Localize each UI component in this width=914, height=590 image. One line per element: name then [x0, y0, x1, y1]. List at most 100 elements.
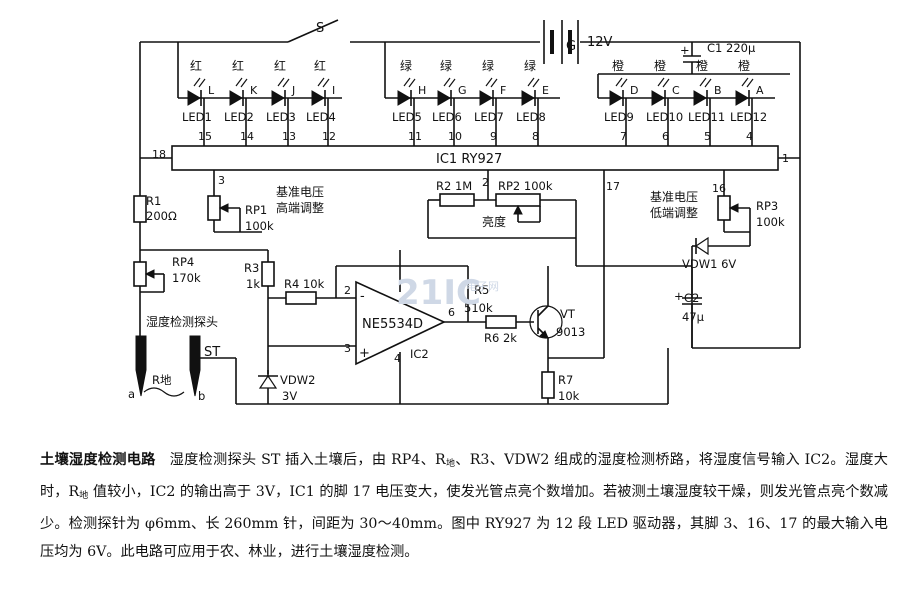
- led-7-color: 绿: [482, 58, 494, 73]
- r7-label: R7: [558, 373, 573, 387]
- led-3-segment: J: [291, 84, 295, 97]
- c1-capacitor: [683, 42, 701, 74]
- caption-title: 土壤湿度检测电路: [40, 452, 156, 468]
- led-9-pin: 7: [620, 130, 627, 143]
- r3-value: 1k: [246, 277, 260, 291]
- ic1-pin-16: 16: [712, 182, 726, 195]
- led-9-color: 橙: [612, 58, 624, 73]
- led-6-label: LED6: [432, 110, 462, 124]
- led-11-pin: 5: [704, 130, 711, 143]
- led-10-segment: C: [672, 84, 680, 97]
- led-4-color: 红: [314, 58, 326, 73]
- led-6-segment: G: [458, 84, 467, 97]
- vt-value: 9013: [556, 325, 585, 339]
- led-12-pin: 4: [746, 130, 753, 143]
- vdw2-label: VDW2: [280, 373, 315, 387]
- ic2-label: IC2: [410, 347, 429, 361]
- opamp-plus: +: [359, 346, 370, 361]
- led-5-segment: H: [418, 84, 426, 97]
- r5-label: R5: [474, 283, 489, 297]
- rp4-value: 170k: [172, 271, 201, 285]
- rp3-note-1: 基准电压: [650, 190, 698, 204]
- opamp-pin-6: 6: [448, 306, 455, 319]
- c1-plus: +: [680, 43, 690, 57]
- led-7-label: LED7: [474, 110, 504, 124]
- led-12-label: LED12: [730, 110, 767, 124]
- ground-resistance-label: R地: [152, 373, 172, 387]
- r6-resistor: [485, 315, 517, 329]
- rp2-label: RP2 100k: [498, 179, 553, 193]
- led-11-color: 橙: [696, 58, 708, 73]
- opamp-minus: -: [360, 289, 365, 304]
- ic1-pin-17: 17: [606, 180, 620, 193]
- opamp-pin-2: 2: [344, 284, 351, 297]
- rp2-note: 亮度: [482, 214, 506, 229]
- vdw2-value: 3V: [282, 389, 297, 403]
- ic1-pin-18: 18: [152, 148, 166, 161]
- ic2-opamp: [355, 280, 446, 366]
- rp3-note-2: 低端调整: [650, 205, 698, 220]
- battery-label: G: [566, 39, 576, 54]
- rp4-label: RP4: [172, 255, 194, 269]
- supply-rail: [139, 19, 801, 348]
- led-11-label: LED11: [688, 110, 725, 124]
- caption-text-1: 湿度检测探头 ST 插入土壤后，由 RP4、R: [169, 452, 446, 468]
- led-8-color: 绿: [524, 58, 536, 73]
- probe-a-label: a: [128, 387, 135, 401]
- led-11-segment: B: [714, 84, 722, 97]
- rp1-label: RP1: [245, 203, 267, 217]
- circuit-diagram: S G 12V + C1 220μ 红LLED115红KLED214红JLED3…: [128, 19, 801, 405]
- probe-label: 湿度检测探头: [146, 314, 218, 329]
- led-9-label: LED9: [604, 110, 634, 124]
- led-10-label: LED10: [646, 110, 683, 124]
- rp1-potentiometer: [207, 195, 221, 221]
- battery-symbol: [543, 20, 579, 64]
- probe-a: [135, 335, 147, 397]
- r7-resistor: [541, 371, 555, 399]
- led-9-segment: D: [630, 84, 638, 97]
- led-2-segment: K: [250, 84, 258, 97]
- vt-label: VT: [560, 307, 576, 321]
- probe-b: [189, 335, 201, 397]
- r2-resistor: [439, 193, 475, 207]
- r6-label: R6 2k: [484, 331, 517, 345]
- led-8-label: LED8: [516, 110, 546, 124]
- c2-value: 47μ: [682, 310, 705, 324]
- rp4-potentiometer: [133, 261, 147, 287]
- led-6-pin: 10: [448, 130, 462, 143]
- r1-resistor: [133, 195, 147, 223]
- led-1-segment: L: [208, 84, 215, 97]
- probe-st: ST: [204, 345, 220, 360]
- led-3-label: LED3: [266, 110, 296, 124]
- led-12-segment: A: [756, 84, 764, 97]
- ic1-pin-2: 2: [482, 176, 489, 189]
- r7-value: 10k: [558, 389, 580, 403]
- vdw2-zener: [258, 374, 278, 389]
- rp3-potentiometer: [717, 195, 731, 221]
- led-10-pin: 6: [662, 130, 669, 143]
- watermark-logo: 21IC: [396, 273, 481, 313]
- probe-b-label: b: [198, 389, 205, 403]
- rp1-value: 100k: [245, 219, 274, 233]
- r4-label: R4 10k: [284, 277, 325, 291]
- led-2-label: LED2: [224, 110, 254, 124]
- caption-text-2: 、R3、VDW2 组成的湿度检测桥路，将湿度信号输入 IC2。湿度大时，R: [40, 452, 888, 500]
- led-8-pin: 8: [532, 130, 539, 143]
- r4-resistor: [285, 291, 317, 305]
- r3-resistor: [261, 261, 275, 287]
- led-5-label: LED5: [392, 110, 422, 124]
- caption-sub-2: 地: [79, 491, 89, 501]
- led-1-label: LED1: [182, 110, 212, 124]
- rp3-value: 100k: [756, 215, 785, 229]
- r5-value: 510k: [464, 301, 493, 315]
- rp2-potentiometer: [495, 193, 541, 207]
- r1-value: 200Ω: [146, 209, 177, 223]
